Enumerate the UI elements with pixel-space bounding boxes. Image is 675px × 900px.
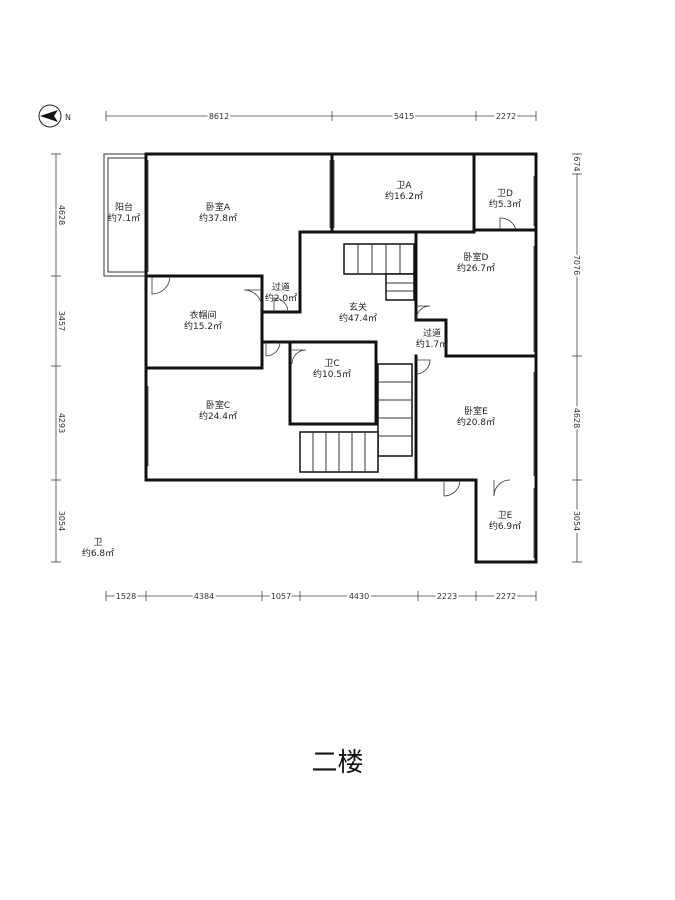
dim-top-1: 8612 — [209, 112, 229, 121]
room-name-balcony: 阳台 — [115, 201, 133, 213]
room-area-bedroom-a: 约37.8㎡ — [199, 212, 237, 224]
room-name-bath-extra: 卫 — [93, 538, 102, 548]
room-name-hallway-1: 过道 — [272, 281, 290, 293]
staircase-upper — [343, 243, 415, 301]
dim-bottom-2: 4384 — [194, 592, 214, 601]
dim-bottom-3: 1057 — [271, 592, 291, 601]
room-name-bedroom-a: 卧室A — [206, 201, 231, 213]
dim-left-2: 3457 — [57, 311, 66, 331]
room-area-bedroom-d: 约26.7㎡ — [457, 262, 495, 274]
room-name-bedroom-d: 卧室D — [464, 251, 489, 263]
room-name-entry: 玄关 — [349, 301, 367, 313]
balcony-outline — [103, 153, 146, 277]
dim-top-2: 5415 — [394, 112, 414, 121]
dim-bottom-6: 2272 — [496, 592, 516, 601]
room-area-bath-a: 约16.2㎡ — [385, 190, 423, 202]
dim-bottom-5: 2223 — [437, 592, 457, 601]
room-area-bath-e: 约6.9㎡ — [489, 520, 521, 532]
compass-letter: N — [65, 113, 71, 122]
room-area-cloakroom: 约15.2㎡ — [184, 320, 222, 332]
dimension-labels: 8612 5415 2272 1528 4384 1057 4430 2223 … — [55, 110, 583, 603]
room-name-cloakroom: 衣帽间 — [189, 309, 216, 321]
dim-left-3: 4293 — [57, 413, 66, 433]
doors — [151, 217, 517, 497]
dim-left-1: 4628 — [57, 205, 66, 225]
room-area-bath-d: 约5.3㎡ — [489, 198, 521, 210]
room-area-hallway-1: 约2.0㎡ — [265, 292, 297, 304]
dim-right-1: 674 — [572, 156, 581, 171]
windows — [147, 160, 535, 558]
dim-right-2: 7076 — [572, 255, 581, 275]
dim-left-4: 3054 — [57, 511, 66, 531]
dimension-lines — [51, 111, 582, 601]
floor-title: 二楼 — [311, 748, 364, 778]
room-area-entry: 约47.4㎡ — [339, 312, 377, 324]
dim-right-4: 3054 — [572, 511, 581, 531]
room-area-bath-c: 约10.5㎡ — [313, 368, 351, 380]
staircase-lower — [299, 363, 413, 473]
room-name-bedroom-c: 卧室C — [206, 399, 230, 411]
room-name-hallway-2: 过道 — [423, 327, 441, 339]
room-area-hallway-2: 约1.7㎡ — [416, 338, 448, 350]
room-name-bath-e: 卫E — [498, 511, 513, 521]
room-name-bath-c: 卫C — [324, 359, 339, 369]
dim-bottom-1: 1528 — [116, 592, 136, 601]
room-name-bedroom-e: 卧室E — [464, 405, 488, 417]
room-area-bath-extra: 约6.8㎡ — [82, 547, 114, 559]
north-arrow-icon: N — [38, 104, 71, 128]
room-area-bedroom-e: 约20.8㎡ — [457, 416, 495, 428]
room-name-bath-d: 卫D — [497, 189, 513, 199]
room-name-bath-a: 卫A — [396, 181, 412, 191]
room-area-balcony: 约7.1㎡ — [108, 212, 140, 224]
dim-top-3: 2272 — [496, 112, 516, 121]
room-area-bedroom-c: 约24.4㎡ — [199, 410, 237, 422]
dim-right-3: 4628 — [572, 408, 581, 428]
dim-bottom-4: 4430 — [349, 592, 369, 601]
walls — [144, 152, 538, 564]
